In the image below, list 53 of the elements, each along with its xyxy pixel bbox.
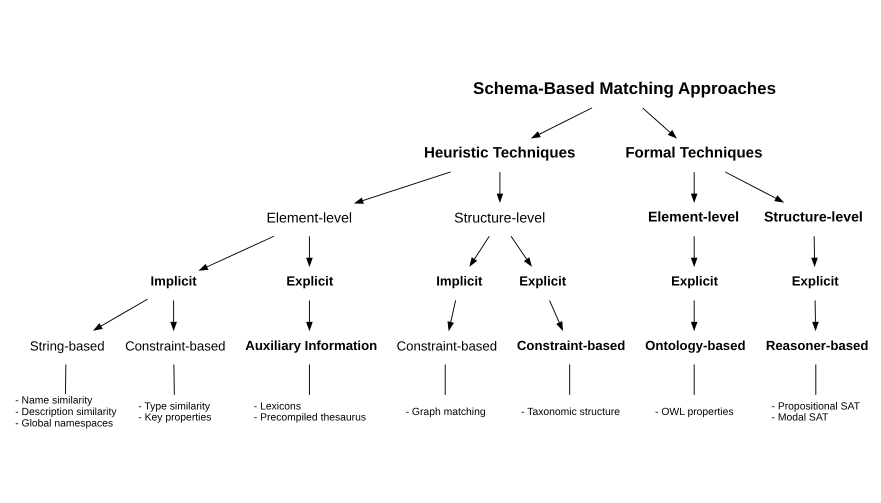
node-text: Reasoner-based — [766, 337, 868, 352]
arrow — [642, 107, 678, 138]
node-text: Explicit — [792, 273, 839, 288]
arrow — [811, 235, 818, 267]
node-text: - Lexicons - Precompiled thesaurus — [254, 400, 366, 424]
arrow — [530, 106, 592, 138]
node-text: Auxiliary Information — [245, 337, 378, 352]
node-text: Explicit — [286, 273, 334, 288]
node-text: - Type similarity - Key properties — [138, 400, 212, 424]
arrow — [306, 299, 313, 331]
arrow — [724, 171, 784, 202]
arrow — [510, 235, 532, 266]
node-text: String-based — [30, 338, 105, 354]
node-text: Schema-Based Matching Approaches — [473, 78, 776, 98]
connector — [173, 363, 175, 395]
node-text: Constraint-based — [516, 337, 626, 352]
node-text: Structure-level — [454, 208, 546, 225]
node-text: - Name similarity - Description similarity - Global namespaces — [15, 395, 117, 429]
node-text: Explicit — [671, 273, 718, 288]
node-text: Formal Techniques — [625, 144, 762, 162]
arrow — [812, 299, 819, 331]
node-text: - Graph matching — [406, 406, 486, 418]
node-text: - Propositional SAT - Modal SAT — [771, 400, 860, 424]
node-text: - Taxonomic structure — [521, 406, 620, 418]
arrow — [690, 235, 698, 267]
connector — [815, 363, 816, 395]
node-text: Ontology-based — [645, 337, 746, 352]
connector — [64, 363, 66, 394]
arrow — [92, 298, 148, 330]
arrow — [354, 170, 452, 204]
arrow — [170, 299, 177, 331]
node-text: Explicit — [519, 273, 566, 288]
arrow — [496, 171, 504, 203]
node-text: Structure-level — [764, 208, 863, 224]
arrow — [469, 235, 490, 266]
node-text: Constraint-based — [396, 338, 498, 354]
node-text: Implicit — [150, 273, 197, 288]
arrow — [690, 299, 698, 331]
arrow — [549, 299, 564, 331]
node-text: Element-level — [648, 208, 740, 224]
node-text: Element-level — [266, 208, 352, 225]
node-text: Heuristic Techniques — [424, 144, 576, 162]
arrow — [198, 235, 275, 270]
node-text: - OWL properties — [655, 406, 734, 418]
connector — [569, 363, 570, 395]
arrow — [690, 171, 698, 203]
connector — [694, 363, 695, 395]
arrow — [448, 299, 456, 331]
connector — [444, 363, 446, 395]
node-text: Constraint-based — [125, 338, 226, 354]
arrow — [306, 235, 313, 267]
connector — [308, 363, 310, 395]
node-text: Implicit — [436, 273, 482, 288]
